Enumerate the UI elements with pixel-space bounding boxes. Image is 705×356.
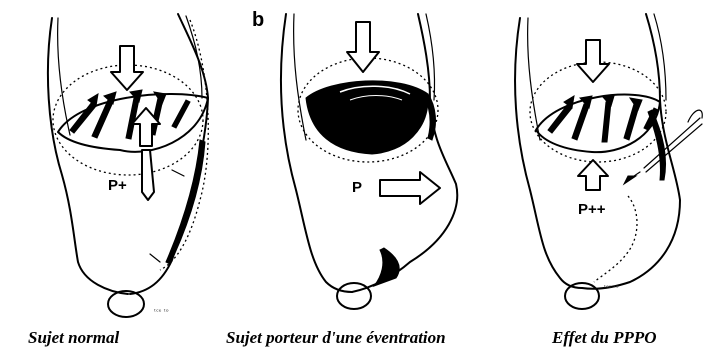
- panel-letter-b: b: [252, 9, 264, 31]
- upward-hollow-arrow: [578, 160, 608, 190]
- panel-eventration: b P: [252, 9, 457, 309]
- back-outline: [281, 14, 352, 292]
- caption-normal: Sujet normal: [28, 328, 119, 348]
- back-outline: [48, 18, 128, 294]
- panel-pppo: P++ ᵗᶜᵉ ᵗᵒ: [515, 14, 702, 309]
- label-p-plus: P+: [108, 177, 127, 194]
- dome-arrows: [548, 96, 658, 142]
- pubic-bone: [337, 283, 371, 309]
- down-shaft-arrow: [142, 150, 154, 200]
- label-p: P: [352, 179, 362, 196]
- panel-normal: P+ ᵗᶜᵉ ᵗᵒ: [48, 14, 208, 317]
- downward-hollow-arrow: [347, 22, 379, 72]
- device-arrow: [624, 176, 636, 184]
- downward-hollow-arrow: [577, 40, 609, 82]
- pubic-bone: [565, 283, 599, 309]
- spine-line: [58, 18, 70, 135]
- outward-hollow-arrow: [380, 172, 440, 204]
- spine-line: [528, 18, 540, 140]
- pubic-bone: [108, 291, 144, 317]
- device-hook: [688, 110, 702, 122]
- muscle-band: [166, 140, 205, 264]
- wall-tick-1: [172, 170, 184, 176]
- abdominal-wall-inner: [186, 16, 202, 98]
- artist-signature: ᵗᶜᵉ ᵗᵒ: [154, 308, 169, 316]
- diaphragm-flattened: [306, 81, 428, 154]
- wall-tick-2: [150, 254, 160, 262]
- caption-eventration: Sujet porteur d'une éventration: [226, 328, 446, 348]
- label-p-plusplus: P++: [578, 201, 606, 218]
- muscle-segment-lower: [374, 248, 399, 286]
- back-outline: [515, 18, 582, 288]
- artist-signature: ᵗᶜᵉ ᵗᵒ: [604, 284, 619, 292]
- downward-hollow-arrow: [111, 46, 143, 90]
- caption-pppo: Effet du PPPO: [552, 328, 657, 348]
